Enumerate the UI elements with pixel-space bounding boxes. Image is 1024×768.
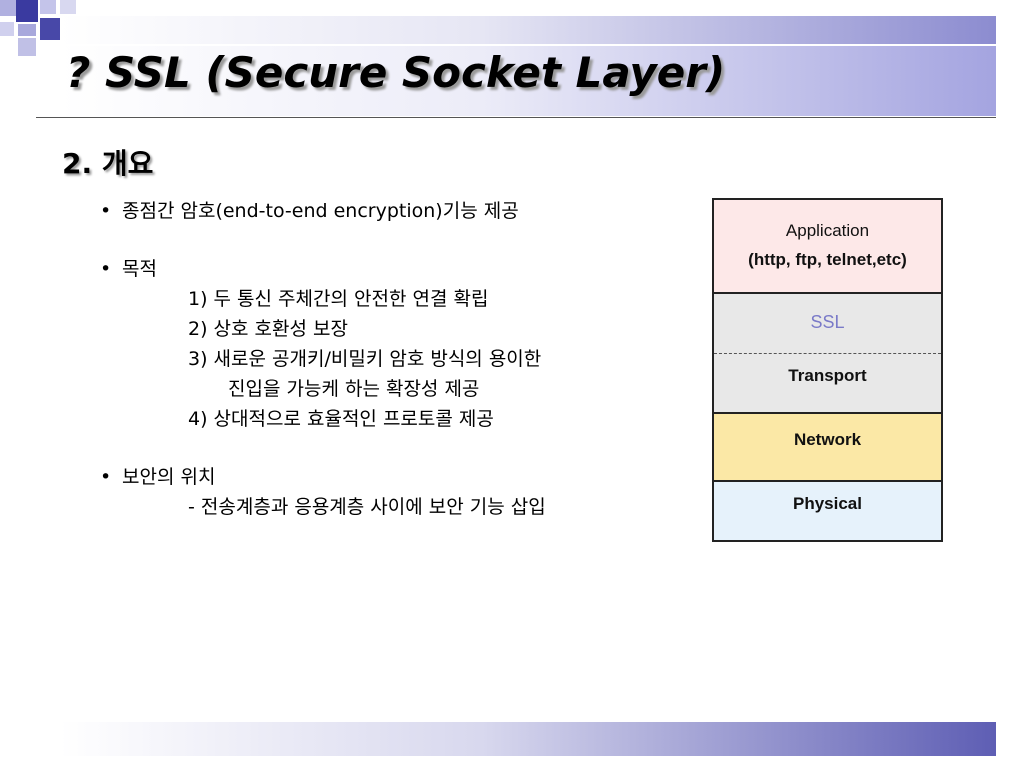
bullet-text: 목적 xyxy=(122,258,157,280)
corner-square xyxy=(40,0,56,14)
section-heading: 2. 개요 xyxy=(62,147,154,180)
corner-square xyxy=(18,38,36,56)
top-gradient-band xyxy=(60,16,996,44)
purpose-item: 1) 두 통신 주체간의 안전한 연결 확립 xyxy=(188,288,489,310)
bullet-mark: • xyxy=(100,258,112,280)
bottom-gradient-band xyxy=(60,722,996,756)
layer-network: Network xyxy=(714,414,941,482)
corner-square xyxy=(60,0,76,14)
corner-square xyxy=(0,22,14,36)
protocol-stack-diagram: Application (http, ftp, telnet,etc) SSL … xyxy=(712,198,943,542)
corner-square xyxy=(18,24,36,36)
title-gradient-band xyxy=(60,46,996,116)
bullet-mark: • xyxy=(100,200,112,222)
corner-square xyxy=(40,18,62,40)
layer-physical: Physical xyxy=(714,482,941,540)
layer-transport: Transport xyxy=(714,354,941,414)
corner-decoration xyxy=(0,0,80,60)
purpose-item: 3) 새로운 공개키/비밀키 암호 방식의 용이한 xyxy=(188,348,542,370)
location-item: - 전송계층과 응용계층 사이에 보안 기능 삽입 xyxy=(188,496,546,518)
purpose-item: 2) 상호 호환성 보장 xyxy=(188,318,348,340)
corner-square xyxy=(0,0,16,16)
slide-body: • 종점간 암호(end-to-end encryption)기능 제공 • 목… xyxy=(100,196,700,522)
bullet-item: • 종점간 암호(end-to-end encryption)기능 제공 xyxy=(100,196,700,226)
layer-ssl: SSL xyxy=(714,294,941,354)
title-glyph: ? xyxy=(66,48,91,97)
spacer xyxy=(100,434,700,462)
bullet-item: • 보안의 위치 xyxy=(100,462,700,492)
layer-application-examples: (http, ftp, telnet,etc) xyxy=(748,250,907,269)
purpose-item: 4) 상대적으로 효율적인 프로토콜 제공 xyxy=(188,408,494,430)
purpose-item-continued: 진입을 가능케 하는 확장성 제공 xyxy=(228,378,480,400)
title-text: SSL (Secure Socket Layer) xyxy=(105,48,726,97)
bullet-text: 보안의 위치 xyxy=(122,466,216,488)
layer-application-label: Application xyxy=(785,221,870,240)
bullet-item: • 목적 xyxy=(100,254,700,284)
bullet-mark: • xyxy=(100,466,112,488)
title-divider xyxy=(36,117,996,118)
corner-square xyxy=(16,0,38,22)
bullet-text: 종점간 암호(end-to-end encryption)기능 제공 xyxy=(122,200,519,222)
slide-title: ? SSL (Secure Socket Layer) xyxy=(66,48,725,97)
spacer xyxy=(100,226,700,254)
layer-application: Application (http, ftp, telnet,etc) xyxy=(714,200,941,294)
